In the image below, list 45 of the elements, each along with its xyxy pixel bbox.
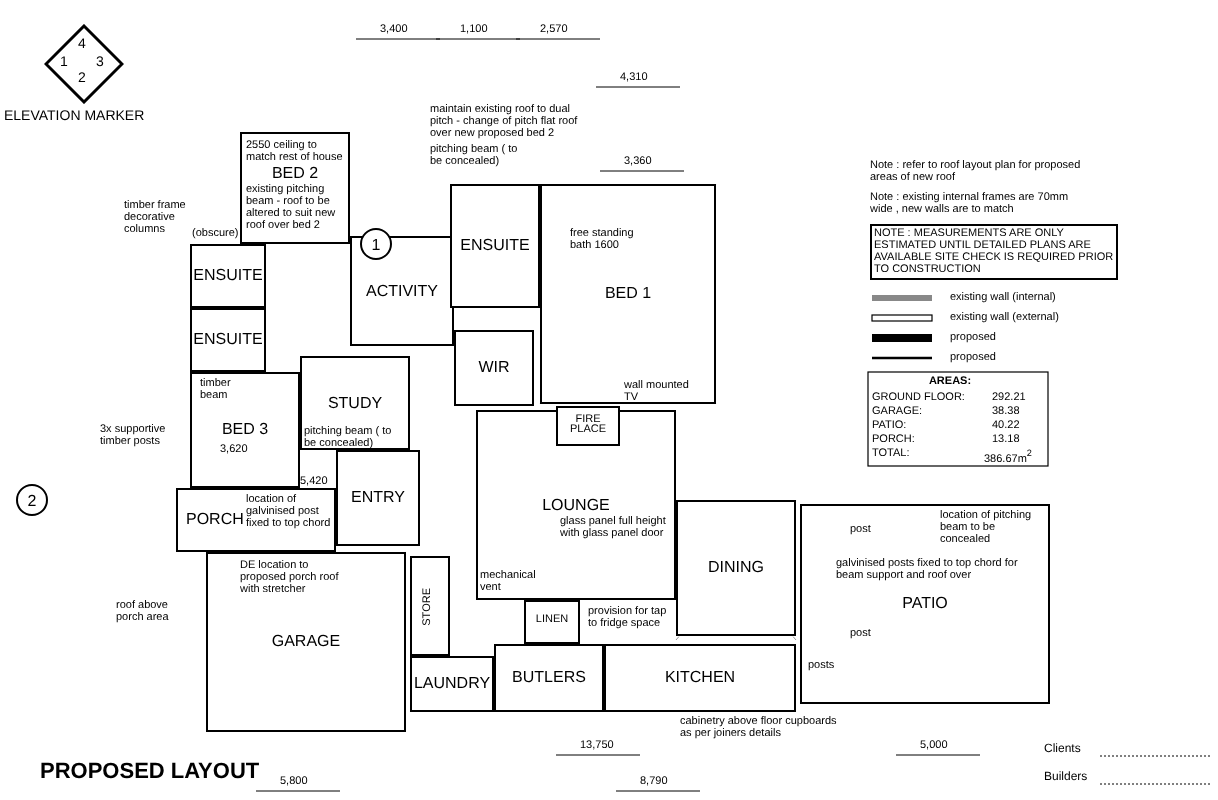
room-name: STUDY — [327, 395, 383, 411]
room-name: GARAGE — [271, 634, 341, 650]
room-name: ENSUITE — [193, 332, 263, 348]
room-name: BED 1 — [604, 286, 652, 302]
room-name: ENSUITE — [193, 268, 263, 284]
section-marker — [16, 484, 48, 516]
room-name: DINING — [708, 560, 764, 576]
room-outline — [494, 644, 604, 712]
room-outline — [410, 656, 494, 712]
room-outline — [556, 406, 620, 446]
room-name: ACTIVITY — [365, 283, 438, 299]
room-name: BUTLERS — [512, 670, 586, 686]
room-name: WIR — [478, 360, 510, 376]
room-outline — [410, 556, 450, 656]
room-outline — [350, 236, 454, 346]
room-name: ENSUITE — [460, 238, 530, 254]
room-outline — [190, 308, 266, 372]
room-name: BED 3 — [221, 422, 269, 438]
elevation-marker — [44, 24, 124, 104]
room-outline — [190, 372, 300, 488]
room-name: KITCHEN — [664, 670, 736, 686]
room-outline — [176, 488, 336, 552]
room-outline — [540, 184, 716, 404]
room-outline — [476, 410, 676, 600]
room-outline — [240, 132, 350, 244]
marker-number: 2 — [27, 491, 37, 509]
room-outline — [454, 330, 534, 406]
room-name: LOUNGE — [542, 497, 610, 513]
room-name: PORCH — [186, 512, 244, 528]
room-outline — [604, 644, 796, 712]
section-marker — [360, 228, 392, 260]
room-name: LAUNDRY — [413, 676, 491, 692]
room-name: ENTRY — [351, 490, 405, 506]
room-outline — [300, 356, 410, 450]
drawing-title: PROPOSED LAYOUT — [40, 760, 260, 784]
room-outline — [524, 600, 580, 644]
room-name: BED 2 — [271, 166, 319, 182]
room-outline — [450, 184, 540, 308]
room-outline — [190, 244, 266, 308]
room-outline — [800, 504, 1050, 704]
room-outline — [206, 552, 406, 732]
marker-number: 1 — [371, 235, 381, 253]
room-name: PATIO — [902, 596, 948, 612]
room-outline — [336, 450, 420, 546]
room-outline — [676, 500, 796, 636]
